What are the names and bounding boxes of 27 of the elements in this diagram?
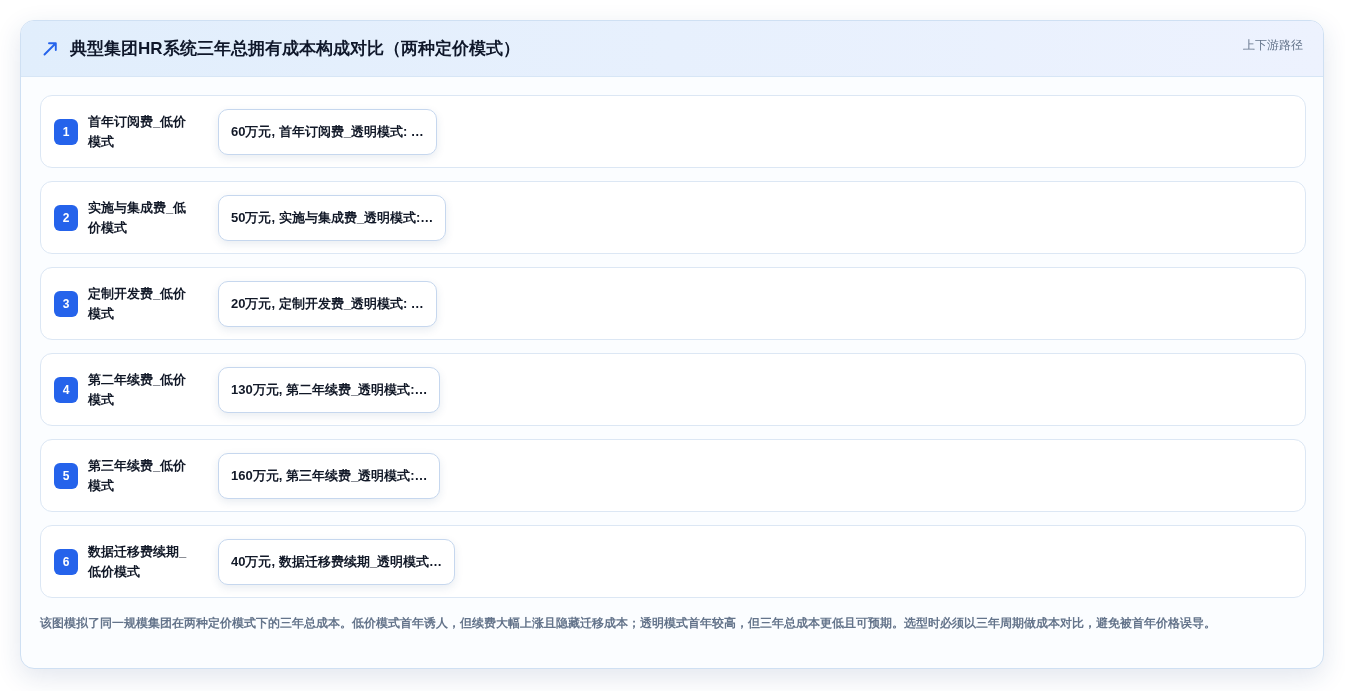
number-badge: 4 <box>54 376 78 403</box>
row-card <box>40 95 1306 168</box>
row-label: 实施与集成费_低价模式 <box>88 198 188 237</box>
row-label: 首年订阅费_低价模式 <box>88 112 188 151</box>
diagram-title: 典型集团HR系统三年总拥有成本构成对比（两种定价模式） <box>70 38 520 60</box>
row-card <box>40 267 1306 340</box>
row-card <box>40 439 1306 512</box>
path-label: 上下游路径 <box>1243 37 1303 53</box>
number-badge: 1 <box>54 118 78 145</box>
value-chip: 160万元, 第三年续费_透明模式:… <box>218 452 441 499</box>
row-card <box>40 353 1306 426</box>
value-chip: 60万元, 首年订阅费_透明模式: … <box>218 108 437 155</box>
row-label: 定制开发费_低价模式 <box>88 284 188 323</box>
value-chip: 130万元, 第二年续费_透明模式:… <box>218 366 441 413</box>
value-chip: 50万元, 实施与集成费_透明模式:… <box>218 194 447 241</box>
row-label: 数据迁移费续期_低价模式 <box>88 542 188 581</box>
number-badge: 6 <box>54 548 78 575</box>
row-card <box>40 525 1306 598</box>
row-label: 第二年续费_低价模式 <box>88 370 188 409</box>
row-label: 第三年续费_低价模式 <box>88 456 188 495</box>
value-chip: 20万元, 定制开发费_透明模式: … <box>218 280 437 327</box>
number-badge: 3 <box>54 290 78 317</box>
value-chip: 40万元, 数据迁移费续期_透明模式… <box>218 538 455 585</box>
row-card <box>40 181 1306 254</box>
number-badge: 5 <box>54 462 78 489</box>
number-badge: 2 <box>54 204 78 231</box>
caption-text: 该图模拟了同一规模集团在两种定价模式下的三年总成本。低价模式首年诱人，但续费大幅上涨且隐藏迁移成本；透明模式首年较高，但三年总成本更低且可预期。选型时必须以三年周期做成本对比，避免被首年价格误导。 <box>40 615 1217 632</box>
